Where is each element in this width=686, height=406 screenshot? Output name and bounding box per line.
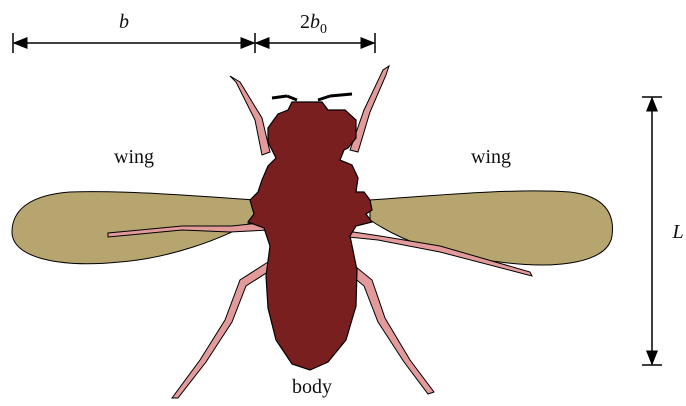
label-body: body — [292, 376, 332, 398]
label-2b0: 2b0 — [300, 11, 327, 37]
label-L: L — [671, 221, 683, 243]
right-wing — [370, 191, 613, 265]
label-b: b — [119, 11, 129, 33]
label-wing-right: wing — [471, 146, 511, 168]
label-wing-left: wing — [114, 146, 154, 168]
